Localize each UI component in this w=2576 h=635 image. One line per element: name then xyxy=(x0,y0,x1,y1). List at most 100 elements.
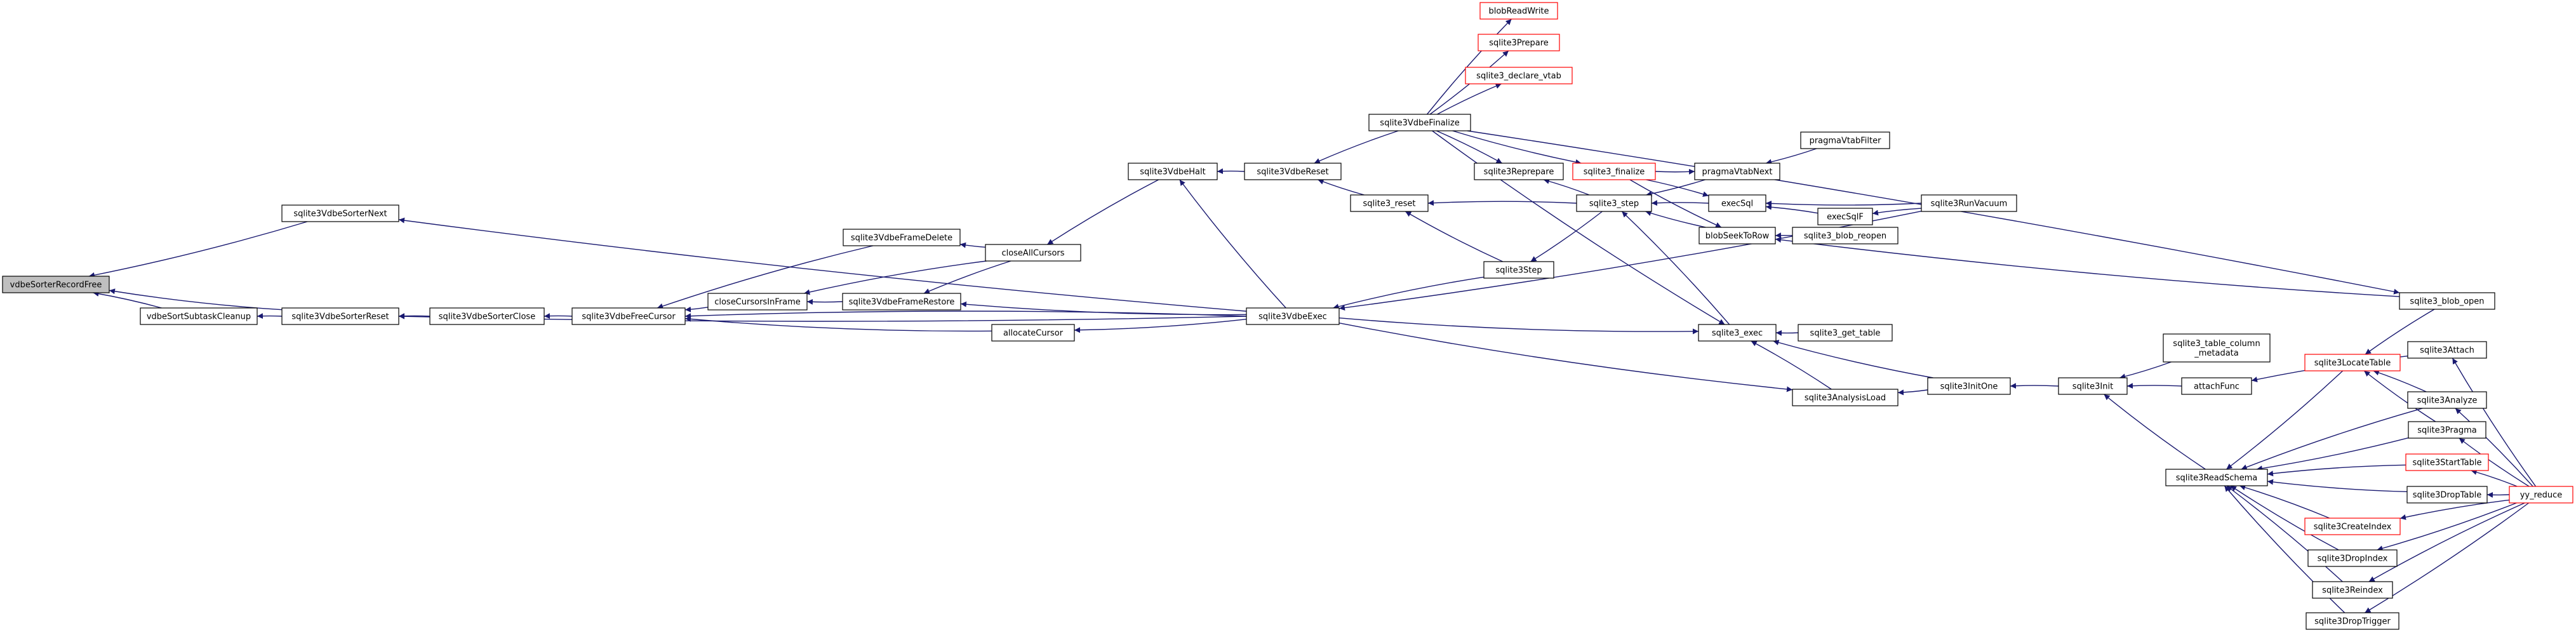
node-getTable[interactable]: sqlite3_get_table xyxy=(1798,324,1893,342)
node-pragma[interactable]: sqlite3Pragma xyxy=(2408,421,2486,439)
node-prepare[interactable]: sqlite3Prepare xyxy=(1478,34,1560,51)
node-vdbeSorterNext[interactable]: sqlite3VdbeSorterNext xyxy=(281,204,399,222)
node-closeAllCursors[interactable]: closeAllCursors xyxy=(985,244,1081,262)
node-box[interactable] xyxy=(1474,163,1564,180)
node-box[interactable] xyxy=(2407,341,2487,359)
node-vdbeReset[interactable]: sqlite3VdbeReset xyxy=(1244,163,1342,180)
node-dropTrigger[interactable]: sqlite3DropTrigger xyxy=(2306,612,2399,630)
node-vdbeFrameDelete[interactable]: sqlite3VdbeFrameDelete xyxy=(843,229,961,246)
node-box[interactable] xyxy=(1572,163,1656,180)
node-box[interactable] xyxy=(1465,67,1573,84)
node-box[interactable] xyxy=(1708,194,1766,212)
node-box[interactable] xyxy=(2399,292,2495,310)
node-box[interactable] xyxy=(1350,194,1429,212)
node-box[interactable] xyxy=(985,244,1081,262)
node-box[interactable] xyxy=(1792,389,1899,406)
node-vdbeSortSubtaskCleanup[interactable]: vdbeSortSubtaskCleanup xyxy=(140,307,258,325)
node-box[interactable] xyxy=(1698,324,1777,342)
node-box[interactable] xyxy=(1698,227,1776,244)
node-analyze[interactable]: sqlite3Analyze xyxy=(2407,391,2487,409)
node-vdbeSorterRecordFree[interactable]: vdbeSorterRecordFree xyxy=(2,276,110,293)
node-vdbeFinalize[interactable]: sqlite3VdbeFinalize xyxy=(1368,114,1471,131)
node-vdbeSorterReset[interactable]: sqlite3VdbeSorterReset xyxy=(281,307,399,325)
node-box[interactable] xyxy=(281,204,399,222)
node-box[interactable] xyxy=(1576,194,1652,212)
node-analysisLoad[interactable]: sqlite3AnalysisLoad xyxy=(1792,389,1899,406)
node-box[interactable] xyxy=(1246,307,1340,325)
node-box[interactable] xyxy=(2,276,110,293)
node-exec[interactable]: sqlite3_exec xyxy=(1698,324,1777,342)
node-box[interactable] xyxy=(1479,2,1558,20)
node-box[interactable] xyxy=(2407,391,2487,409)
node-box[interactable] xyxy=(2163,333,2271,363)
node-box[interactable] xyxy=(2405,453,2489,471)
node-box[interactable] xyxy=(1921,194,2017,212)
node-blobSeekToRow[interactable]: blobSeekToRow xyxy=(1698,227,1776,244)
node-box[interactable] xyxy=(2306,612,2399,630)
node-box[interactable] xyxy=(707,293,808,311)
node-vdbeFrameRestore[interactable]: sqlite3VdbeFrameRestore xyxy=(842,293,961,311)
node-box[interactable] xyxy=(2165,469,2268,486)
node-startTable[interactable]: sqlite3StartTable xyxy=(2405,453,2489,471)
node-tableColumnMetadata[interactable]: sqlite3_table_column_metadata xyxy=(2163,333,2271,363)
node-box[interactable] xyxy=(429,307,545,325)
node-box[interactable] xyxy=(1792,227,1899,244)
node-box[interactable] xyxy=(991,324,1075,342)
node-box[interactable] xyxy=(140,307,258,325)
node-dropIndex[interactable]: sqlite3DropIndex xyxy=(2307,549,2398,567)
node-box[interactable] xyxy=(1368,114,1471,131)
node-vdbeHalt[interactable]: sqlite3VdbeHalt xyxy=(1128,163,1218,180)
node-init[interactable]: sqlite3Init xyxy=(2058,377,2128,395)
node-reprepare[interactable]: sqlite3Reprepare xyxy=(1474,163,1564,180)
node-box[interactable] xyxy=(2312,581,2393,599)
node-box[interactable] xyxy=(2509,486,2573,504)
node-box[interactable] xyxy=(843,229,961,246)
node-vdbeExec[interactable]: sqlite3VdbeExec xyxy=(1246,307,1340,325)
node-finalize[interactable]: sqlite3_finalize xyxy=(1572,163,1656,180)
node-box[interactable] xyxy=(1483,261,1554,279)
node-box[interactable] xyxy=(2307,549,2398,567)
node-runVacuum[interactable]: sqlite3RunVacuum xyxy=(1921,194,2017,212)
node-box[interactable] xyxy=(2406,486,2488,504)
node-pragmaVtabFilter[interactable]: pragmaVtabFilter xyxy=(1800,131,1890,149)
node-pragmaVtabNext[interactable]: pragmaVtabNext xyxy=(1694,163,1780,180)
node-blobReadWrite[interactable]: blobReadWrite xyxy=(1479,2,1558,20)
node-box[interactable] xyxy=(2408,421,2486,439)
node-box[interactable] xyxy=(2058,377,2128,395)
node-box[interactable] xyxy=(1128,163,1218,180)
node-box[interactable] xyxy=(1817,208,1873,225)
node-box[interactable] xyxy=(1478,34,1560,51)
node-sqlite3Step[interactable]: sqlite3Step xyxy=(1483,261,1554,279)
node-box[interactable] xyxy=(1798,324,1893,342)
node-declareVtab[interactable]: sqlite3_declare_vtab xyxy=(1465,67,1573,84)
node-vdbeSorterClose[interactable]: sqlite3VdbeSorterClose xyxy=(429,307,545,325)
node-createIndex[interactable]: sqlite3CreateIndex xyxy=(2304,518,2401,535)
node-reindex[interactable]: sqlite3Reindex xyxy=(2312,581,2393,599)
node-box[interactable] xyxy=(2304,354,2401,371)
node-execSqlF[interactable]: execSqlF xyxy=(1817,208,1873,225)
node-yyReduce[interactable]: yy_reduce xyxy=(2509,486,2573,504)
node-dropTable[interactable]: sqlite3DropTable xyxy=(2406,486,2488,504)
node-closeCursorsInFrame[interactable]: closeCursorsInFrame xyxy=(707,293,808,311)
node-box[interactable] xyxy=(2304,518,2401,535)
node-box[interactable] xyxy=(842,293,961,311)
node-attach[interactable]: sqlite3Attach xyxy=(2407,341,2487,359)
node-readSchema[interactable]: sqlite3ReadSchema xyxy=(2165,469,2268,486)
node-box[interactable] xyxy=(2181,377,2252,395)
node-vdbeFreeCursor[interactable]: sqlite3VdbeFreeCursor xyxy=(571,307,686,325)
node-box[interactable] xyxy=(1244,163,1342,180)
node-box[interactable] xyxy=(1927,377,2011,395)
node-box[interactable] xyxy=(571,307,686,325)
node-blobOpen[interactable]: sqlite3_blob_open xyxy=(2399,292,2495,310)
node-attachFunc[interactable]: attachFunc xyxy=(2181,377,2252,395)
node-box[interactable] xyxy=(1694,163,1780,180)
node-step[interactable]: sqlite3_step xyxy=(1576,194,1652,212)
node-locateTable[interactable]: sqlite3LocateTable xyxy=(2304,354,2401,371)
node-blobReopen[interactable]: sqlite3_blob_reopen xyxy=(1792,227,1899,244)
node-box[interactable] xyxy=(1800,131,1890,149)
node-box[interactable] xyxy=(281,307,399,325)
node-reset[interactable]: sqlite3_reset xyxy=(1350,194,1429,212)
node-initOne[interactable]: sqlite3InitOne xyxy=(1927,377,2011,395)
node-allocateCursor[interactable]: allocateCursor xyxy=(991,324,1075,342)
node-execSql[interactable]: execSql xyxy=(1708,194,1766,212)
